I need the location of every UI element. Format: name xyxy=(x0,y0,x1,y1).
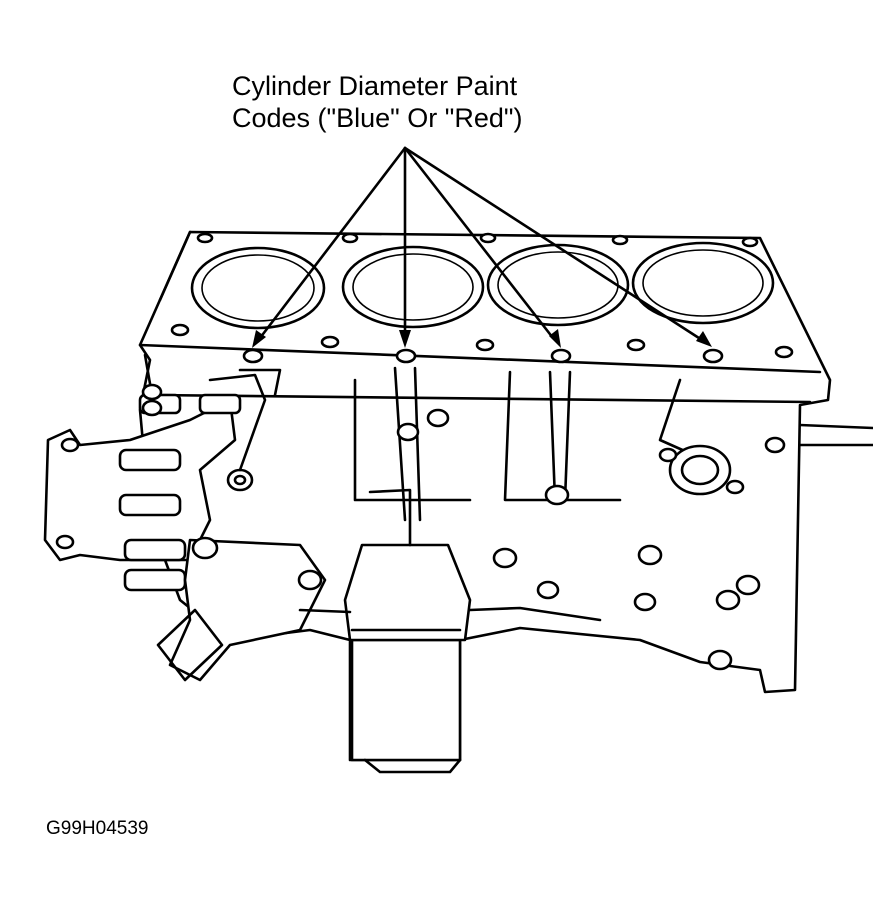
paint-code-mark-3 xyxy=(550,348,572,364)
paint-code-mark-4 xyxy=(702,348,724,364)
block-ribs xyxy=(141,366,873,671)
callout-label: Cylinder Diameter Paint Codes ("Blue" Or… xyxy=(232,70,522,134)
oil-filter xyxy=(343,488,472,774)
cylinder-1 xyxy=(190,246,326,330)
paint-code-mark-1 xyxy=(242,348,264,364)
cylinder-4 xyxy=(631,241,775,325)
deck-bolt-holes xyxy=(170,232,794,359)
cylinder-bores xyxy=(190,241,775,330)
cylinder-3 xyxy=(486,243,630,327)
callout-arrows xyxy=(252,146,712,348)
paint-code-marks xyxy=(242,348,724,364)
cylinder-2 xyxy=(341,245,485,329)
callout-line-1: Cylinder Diameter Paint xyxy=(232,71,518,101)
water-pump-housing xyxy=(43,393,254,592)
water-inlet-pipe xyxy=(156,368,327,682)
callout-line-2: Codes ("Blue" Or "Red") xyxy=(232,103,523,133)
paint-code-mark-2 xyxy=(395,348,417,364)
figure-id: G99H04539 xyxy=(46,818,149,839)
